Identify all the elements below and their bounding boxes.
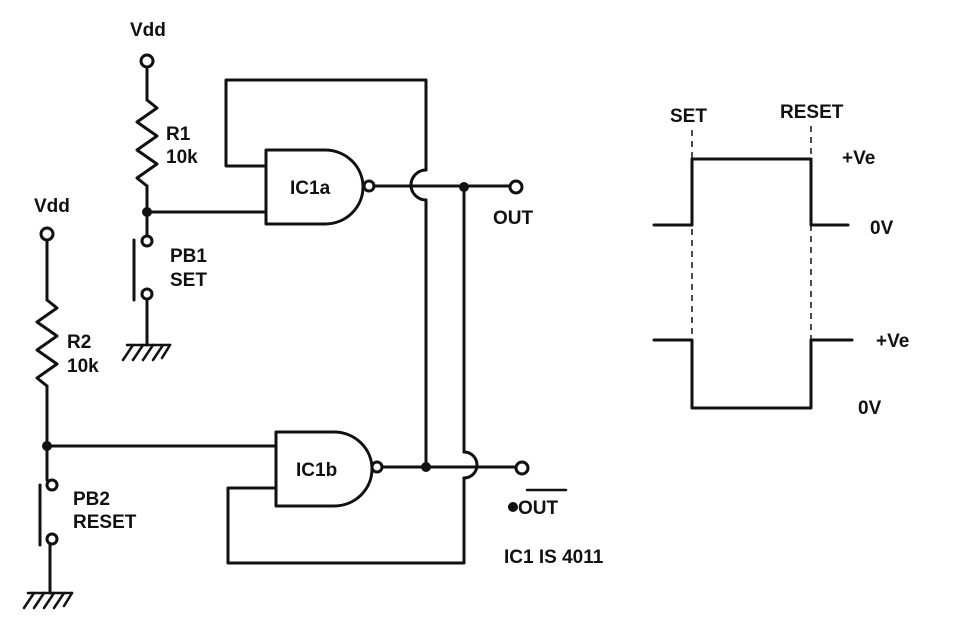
wire-ic1a-feedback-top — [224, 78, 428, 172]
pb1-set-label: SET — [170, 270, 207, 291]
wire-ic1b-feedback-loop — [226, 476, 466, 565]
out-bar-group: OUT — [508, 488, 568, 519]
vdd-left-terminal — [39, 226, 55, 242]
gate-ic1b: IC1b — [274, 430, 384, 508]
vdd-top-terminal — [139, 53, 155, 69]
ink-blot — [508, 502, 518, 512]
out-bar-terminal — [514, 460, 530, 476]
r2-resistor — [35, 298, 59, 388]
pb2-contact-bottom — [45, 532, 59, 546]
ic1a-label: IC1a — [290, 178, 331, 199]
top-high-label: +Ve — [842, 148, 875, 169]
out-bar-label: OUT — [518, 498, 559, 519]
waveform-out-bar — [652, 338, 854, 410]
vdd-top-label: Vdd — [130, 20, 166, 41]
nand-gate-ic1a — [264, 148, 365, 226]
r2-branch: Vdd R2 10k PB2 RESET — [22, 196, 137, 610]
ground-symbol-1 — [121, 343, 172, 362]
waveform-out — [652, 157, 850, 227]
pb2-reset-label: RESET — [73, 512, 137, 533]
out-label: OUT — [493, 208, 534, 229]
pb1-name-label: PB1 — [170, 246, 207, 267]
pb2-contact-top — [45, 478, 59, 492]
pb2-name-label: PB2 — [73, 489, 110, 510]
r2-name-label: R2 — [67, 332, 91, 353]
out-terminal — [508, 179, 524, 195]
ic-note: IC1 IS 4011 — [504, 547, 604, 568]
r1-resistor — [135, 98, 159, 188]
timing-reset-label: RESET — [780, 102, 844, 123]
vdd-left-label: Vdd — [34, 196, 70, 217]
ic1b-label: IC1b — [296, 460, 337, 481]
timing-diagram: SET RESET +Ve 0V +Ve 0V — [652, 102, 909, 419]
r1-name-label: R1 — [166, 124, 191, 145]
timing-set-label: SET — [670, 106, 707, 127]
pb1-contact-top — [140, 234, 154, 248]
gate-ic1a: IC1a — [264, 148, 376, 226]
wire-crossover-b — [462, 450, 479, 480]
ground-symbol-2 — [22, 591, 74, 610]
latch-wiring — [45, 78, 530, 565]
nand-gate-ic1b — [274, 430, 374, 508]
r2-value-label: 10k — [67, 356, 99, 377]
bottom-low-label: 0V — [858, 398, 882, 419]
r1-branch: Vdd R1 10k PB1 SET — [121, 20, 207, 362]
r1-value-label: 10k — [166, 147, 198, 168]
bottom-high-label: +Ve — [876, 331, 909, 352]
top-low-label: 0V — [870, 218, 894, 239]
